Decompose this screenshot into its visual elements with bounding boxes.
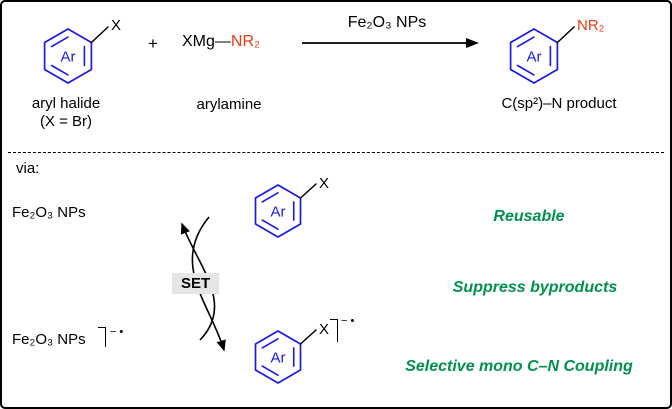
double-bond bbox=[261, 365, 279, 377]
highlight-reusable: Reusable bbox=[493, 208, 565, 225]
benzene-ring-icon: Ar X bbox=[254, 321, 329, 384]
plus-sign: + bbox=[148, 34, 158, 53]
highlight-selective-coupling: Selective mono C–N Coupling bbox=[405, 358, 633, 375]
benzene-ring-icon: Ar X bbox=[43, 17, 121, 84]
nr2-label: NR₂ bbox=[577, 17, 605, 34]
ar-label: Ar bbox=[271, 350, 286, 367]
reaction-conditions-label: Fe₂O₃ NPs bbox=[347, 14, 427, 31]
radical-anion-structure: Ar X − • bbox=[230, 313, 380, 398]
caption-line: (X = Br) bbox=[39, 113, 93, 130]
substituent-bond bbox=[299, 329, 317, 345]
formula-nr2: NR₂ bbox=[230, 33, 261, 50]
double-bond bbox=[261, 219, 279, 231]
aryl-halide-caption: aryl halide (X = Br) bbox=[16, 95, 116, 131]
catalyst-bottom-label: Fe₂O₃ NPs − • bbox=[12, 326, 124, 348]
x-label: X bbox=[319, 175, 329, 192]
ar-label: Ar bbox=[527, 49, 542, 66]
double-bond bbox=[516, 64, 535, 76]
arylamine-caption: arylamine bbox=[196, 96, 262, 113]
x-label: X bbox=[111, 17, 121, 34]
catalyst-top-label: Fe₂O₃ NPs bbox=[12, 204, 86, 221]
double-bond bbox=[50, 36, 69, 48]
reaction-arrow-icon bbox=[302, 38, 479, 48]
substituent-bond bbox=[90, 26, 109, 44]
radical-anion-charge: − • bbox=[109, 326, 124, 338]
catalyst-bottom-formula: Fe₂O₃ NPs bbox=[12, 331, 86, 348]
aryl-halide-structure: Ar X aryl halide (X = Br) bbox=[16, 4, 121, 131]
substituent-bond bbox=[299, 183, 317, 199]
double-bond bbox=[516, 36, 535, 48]
caption-line: aryl halide bbox=[31, 95, 101, 112]
double-bond bbox=[261, 337, 279, 349]
section-divider bbox=[8, 152, 664, 153]
radical-anion-bracket-icon bbox=[97, 327, 106, 347]
formula-bond: — bbox=[214, 33, 231, 50]
product-caption: C(sp²)–N product bbox=[501, 95, 617, 112]
double-bond bbox=[50, 64, 69, 76]
arylamine-formula: XMg—NR₂ bbox=[182, 33, 260, 51]
product-structure: Ar NR₂ C(sp²)–N product bbox=[484, 4, 634, 113]
x-label: X bbox=[319, 321, 329, 338]
highlight-suppress-byproducts: Suppress byproducts bbox=[452, 279, 618, 296]
mechanism-aryl-halide-structure: Ar X bbox=[230, 167, 340, 252]
ar-label: Ar bbox=[61, 49, 76, 66]
ar-label: Ar bbox=[271, 204, 286, 221]
via-label: via: bbox=[16, 160, 40, 177]
formula-xmg: XMg bbox=[182, 33, 215, 50]
set-label: SET bbox=[172, 273, 220, 294]
arrowhead bbox=[466, 38, 479, 48]
benzene-ring-icon: Ar X bbox=[254, 175, 329, 238]
radical-anion-bracket-icon bbox=[330, 319, 338, 342]
benzene-ring-icon: Ar NR₂ bbox=[509, 17, 605, 84]
double-bond bbox=[261, 191, 279, 203]
substituent-bond bbox=[556, 26, 575, 44]
radical-anion-charge: − • bbox=[341, 315, 355, 327]
